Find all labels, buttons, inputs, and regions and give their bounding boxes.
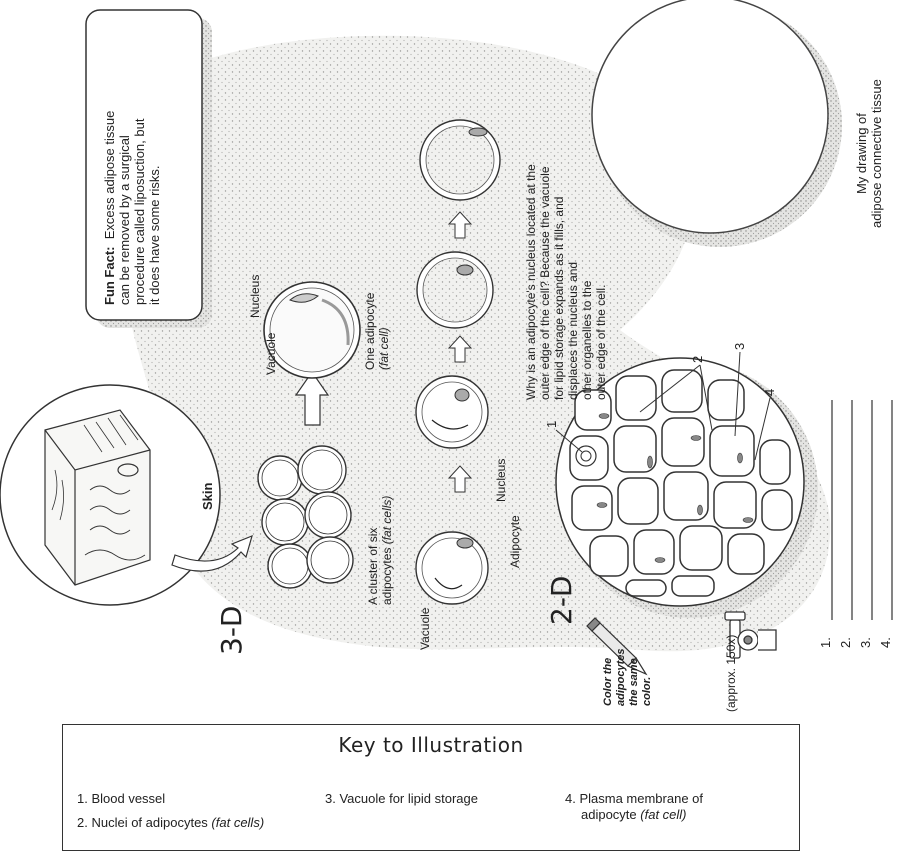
- key-item-4: 4. Plasma membrane of adipocyte (fat cel…: [565, 791, 703, 823]
- fat-cell-text: (fat cell): [377, 293, 391, 370]
- color-hint-3: the same: [628, 649, 641, 706]
- developing-adipocyte-4: [420, 120, 500, 200]
- fun-fact-line-1: Excess adipose tissue: [102, 111, 117, 240]
- fun-fact-text: Fun Fact: Excess adipose tissue can be r…: [102, 111, 162, 305]
- key-item-2-text: 2. Nuclei of adipocytes: [77, 815, 208, 830]
- why-line-3: for lipid storage expands as it fills, a…: [552, 164, 566, 400]
- one-adipocyte-label: One adipocyte (fat cell): [363, 293, 391, 370]
- fun-fact-heading: Fun Fact:: [102, 247, 117, 306]
- why-line-2: outer edge of the cell? Because the vacu…: [538, 164, 552, 400]
- label-2d: 2-D: [545, 576, 578, 625]
- adipose-diagram: [0, 0, 898, 720]
- one-adipocyte: [264, 282, 360, 378]
- why-text: Why is an adipocyte's nucleus located at…: [524, 164, 608, 400]
- nucleus-label-top: Nucleus: [248, 275, 262, 318]
- color-hint-4: color.: [641, 649, 654, 706]
- key-item-3: 3. Vacuole for lipid storage: [325, 791, 478, 807]
- key-item-2-italic: (fat cells): [211, 815, 264, 830]
- fat-cells-text: (fat cells): [380, 496, 394, 545]
- adipocyte-cluster: [258, 446, 353, 588]
- key-item-2: 2. Nuclei of adipocytes (fat cells): [77, 815, 264, 831]
- why-line-6: outer edge of the cell.: [594, 164, 608, 400]
- label-3d: 3-D: [215, 606, 248, 655]
- color-hint: Color the adipocytes the same color.: [602, 649, 654, 706]
- cluster-line-2: adipocytes: [380, 548, 394, 605]
- answer-number-4: 4.: [878, 637, 893, 648]
- why-line-5: other organelles to the: [580, 164, 594, 400]
- callout-4: 4: [762, 389, 777, 396]
- one-adipocyte-text: One adipocyte: [363, 293, 377, 370]
- developing-adipocyte-1: [416, 532, 488, 604]
- callout-1: 1: [544, 421, 559, 428]
- fun-fact-line-3: procedure called liposuction, but: [132, 111, 147, 305]
- vacuole-label-bottom: Vacuole: [418, 608, 432, 650]
- answer-number-1: 1.: [818, 637, 833, 648]
- key-box: Key to Illustration 1. Blood vessel 2. N…: [62, 724, 800, 851]
- color-hint-2: adipocytes: [615, 649, 628, 706]
- callout-3: 3: [732, 343, 747, 350]
- fun-fact-line-2: can be removed by a surgical: [117, 111, 132, 305]
- cluster-label: A cluster of six adipocytes (fat cells): [366, 496, 394, 605]
- answer-lines: [832, 400, 892, 620]
- developing-adipocyte-3: [417, 252, 493, 328]
- skin-block-illustration: [45, 410, 150, 585]
- answer-number-2: 2.: [838, 637, 853, 648]
- key-title: Key to Illustration: [63, 733, 799, 757]
- fun-fact-line-4: it does have some risks.: [147, 111, 162, 305]
- answer-number-3: 3.: [858, 637, 873, 648]
- why-line-1: Why is an adipocyte's nucleus located at…: [524, 164, 538, 400]
- callout-2: 2: [690, 356, 705, 363]
- key-item-4-line1: 4. Plasma membrane of: [565, 791, 703, 807]
- vacuole-label-top: Vacuole: [264, 333, 278, 375]
- key-item-4-italic: (fat cell): [640, 807, 686, 822]
- drawing-circle: [592, 0, 828, 233]
- adipocyte-label: Adipocyte: [508, 515, 522, 568]
- key-item-1: 1. Blood vessel: [77, 791, 165, 807]
- developing-adipocyte-2: [416, 376, 488, 448]
- key-item-4-text: adipocyte: [581, 807, 637, 822]
- drawing-label-1: My drawing of: [854, 79, 869, 228]
- drawing-label: My drawing of adipose connective tissue: [854, 79, 884, 228]
- magnification-label: (approx. 150x): [724, 635, 738, 712]
- skin-label: Skin: [200, 483, 215, 510]
- drawing-label-2: adipose connective tissue: [869, 79, 884, 228]
- color-hint-1: Color the: [602, 649, 615, 706]
- why-line-4: displaces the nucleus and: [566, 164, 580, 400]
- nucleus-label-bottom: Nucleus: [494, 459, 508, 502]
- cluster-line-1: A cluster of six: [366, 496, 380, 605]
